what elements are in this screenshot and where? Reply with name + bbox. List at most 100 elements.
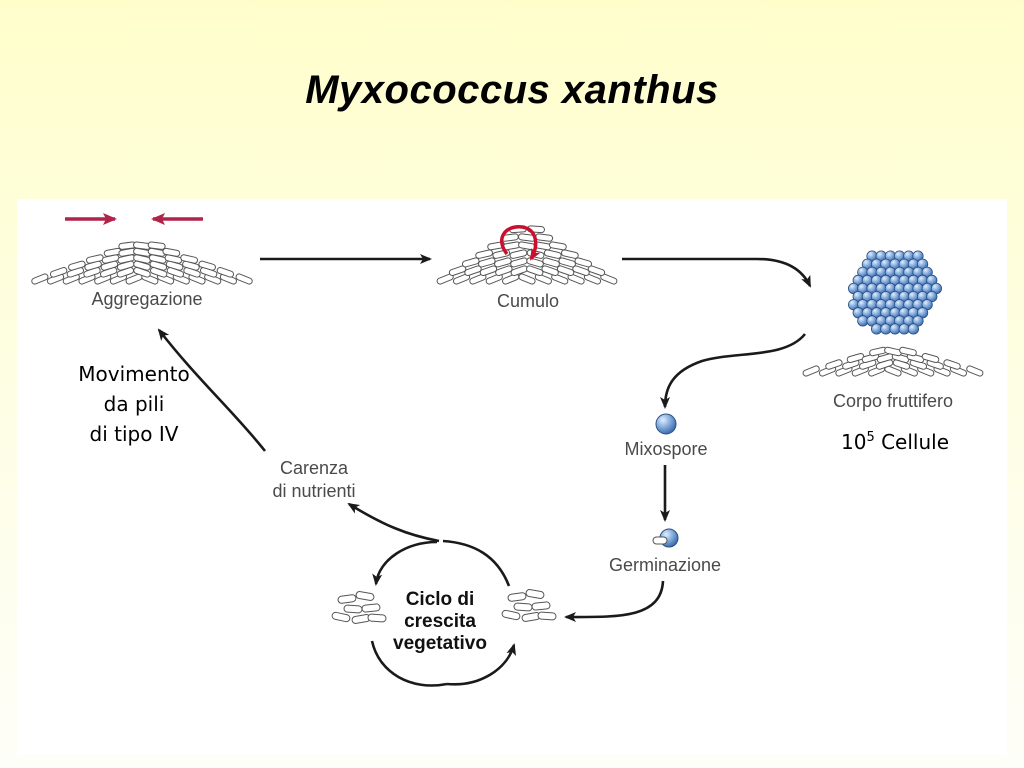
stage-label-starvation-line1: Carenza: [280, 458, 349, 478]
mound-cell: [494, 257, 512, 268]
cycle-arc-top-right: [442, 539, 511, 587]
aggregation-cell: [85, 254, 104, 264]
cycle-arc-bottom-left: [370, 640, 448, 687]
mound-cell: [479, 265, 498, 277]
arrow-fruiting-body-to-myxospores: [660, 333, 807, 409]
mound-cell: [567, 273, 585, 285]
vegetative-cells-right: [501, 589, 557, 622]
mound-cell: [560, 249, 579, 259]
mound-cell: [464, 265, 482, 277]
mound-cell: [495, 265, 513, 277]
cycle-arrow-top: [372, 540, 438, 586]
aggregation-cell: [31, 273, 49, 285]
stage-label-germination: Germinazione: [609, 555, 721, 575]
mound-cell: [535, 233, 554, 242]
fruiting-spore: [907, 323, 920, 335]
vegetative-right-cell: [525, 589, 545, 599]
mound-cell: [548, 241, 567, 251]
fruiting-stalk-cell: [899, 346, 917, 357]
mound-cell: [478, 257, 496, 268]
mound-cell: [543, 249, 562, 259]
mound-cell: [572, 265, 590, 277]
vegetative-right-cell: [531, 601, 551, 611]
vegetative-left-cell: [331, 611, 351, 623]
stage-label-fruiting-body: Corpo fruttifero: [833, 391, 953, 411]
mound-cell: [556, 265, 575, 277]
note-pili-movement: Movimento da pili di tipo IV: [69, 359, 199, 449]
aggregation-cell: [162, 247, 181, 257]
note-cells-unit: Cellule: [881, 430, 949, 454]
stage-label-aggregation: Aggregazione: [91, 289, 202, 309]
cycle-label-line3: vegetativo: [393, 633, 487, 654]
vegetative-right-cell: [537, 611, 557, 621]
aggregation-cell: [133, 254, 151, 264]
vegetative-right-cell: [513, 602, 533, 612]
mound-cell: [583, 273, 602, 285]
fruiting-stalk-cell: [846, 352, 865, 364]
arrow-germination-to-cycle: [564, 580, 665, 623]
mound-cell-heap: [436, 225, 618, 285]
vegetative-left-cell: [361, 603, 381, 613]
mound-cell: [551, 273, 569, 285]
cycle-label-line1: Ciclo di: [406, 589, 475, 610]
aggregation-cell: [147, 241, 166, 250]
note-movement-line3: di tipo IV: [89, 422, 179, 446]
cycle-label-line2: crescita: [404, 611, 476, 632]
myxospore-icon: [655, 413, 677, 435]
aggregation-cell: [235, 273, 253, 285]
mound-cell: [558, 257, 576, 268]
stage-label-starvation-line2: di nutrienti: [272, 481, 355, 501]
cycle-arrow-bottom: [446, 643, 516, 686]
fruiting-stalk-cell: [825, 359, 843, 370]
note-movement-line2: da pili: [103, 392, 165, 416]
mound-cell: [518, 273, 536, 285]
vegetative-left-cell: [367, 613, 387, 623]
mound-cell: [448, 265, 467, 277]
note-cells-exponent: 5: [866, 430, 875, 445]
mound-cell: [502, 273, 520, 285]
vegetative-left-cell: [337, 594, 357, 604]
fruiting-stalk-cell: [921, 352, 940, 364]
aggregation-cell: [49, 267, 68, 278]
vegetative-right-cell: [507, 592, 527, 602]
mound-cell: [475, 249, 494, 259]
mound-cell: [574, 257, 593, 268]
arrow-starvation-to-aggregation: [157, 328, 267, 452]
rotation-arrow-icon: [500, 225, 541, 261]
arrow-cycle-to-starvation: [347, 502, 440, 543]
life-cycle-diagram: Aggregazione Cumulo Corpo fruttifero Mix…: [31, 213, 984, 687]
stage-label-mound: Cumulo: [497, 291, 559, 311]
vegetative-right-cell: [501, 609, 521, 621]
note-movement-line1: Movimento: [78, 362, 190, 386]
mound-cell: [542, 257, 560, 268]
aggregation-cell: [216, 267, 235, 278]
aggregation-cell: [198, 260, 216, 271]
mound-cell: [518, 241, 536, 251]
mound-cell: [452, 273, 471, 285]
mound-cell: [485, 273, 503, 285]
mound-cell: [541, 265, 559, 277]
vegetative-cells-left: [331, 591, 387, 624]
stage-label-myxospores: Mixospore: [624, 439, 707, 459]
aggregation-cell: [68, 260, 86, 271]
fruiting-stalk-cell: [802, 365, 820, 377]
mound-cell: [509, 249, 528, 259]
mound-cell: [526, 265, 544, 277]
aggregation-cell: [180, 254, 199, 264]
arrow-mound-to-fruiting-body: [622, 257, 812, 288]
fruiting-stalk-cell: [943, 359, 961, 370]
slide-title: Myxococcus xanthus: [305, 68, 719, 112]
fruiting-body-spore-cluster: [847, 250, 943, 335]
mound-cell: [469, 273, 487, 285]
vegetative-left-cell: [343, 604, 363, 614]
germinating-spore-icon: [652, 528, 679, 548]
note-cell-count: 105 Cellule: [825, 423, 965, 457]
mound-cell: [461, 257, 480, 268]
mound-cell: [534, 273, 552, 285]
aggregation-cell-mound: [31, 241, 253, 285]
life-cycle-figure: Aggregazione Cumulo Corpo fruttifero Mix…: [17, 199, 1007, 755]
fruiting-body-stalk: [802, 346, 984, 377]
fruiting-stalk-cell: [966, 365, 984, 377]
note-cells-base: 10: [840, 430, 867, 454]
mound-cell: [587, 265, 606, 277]
